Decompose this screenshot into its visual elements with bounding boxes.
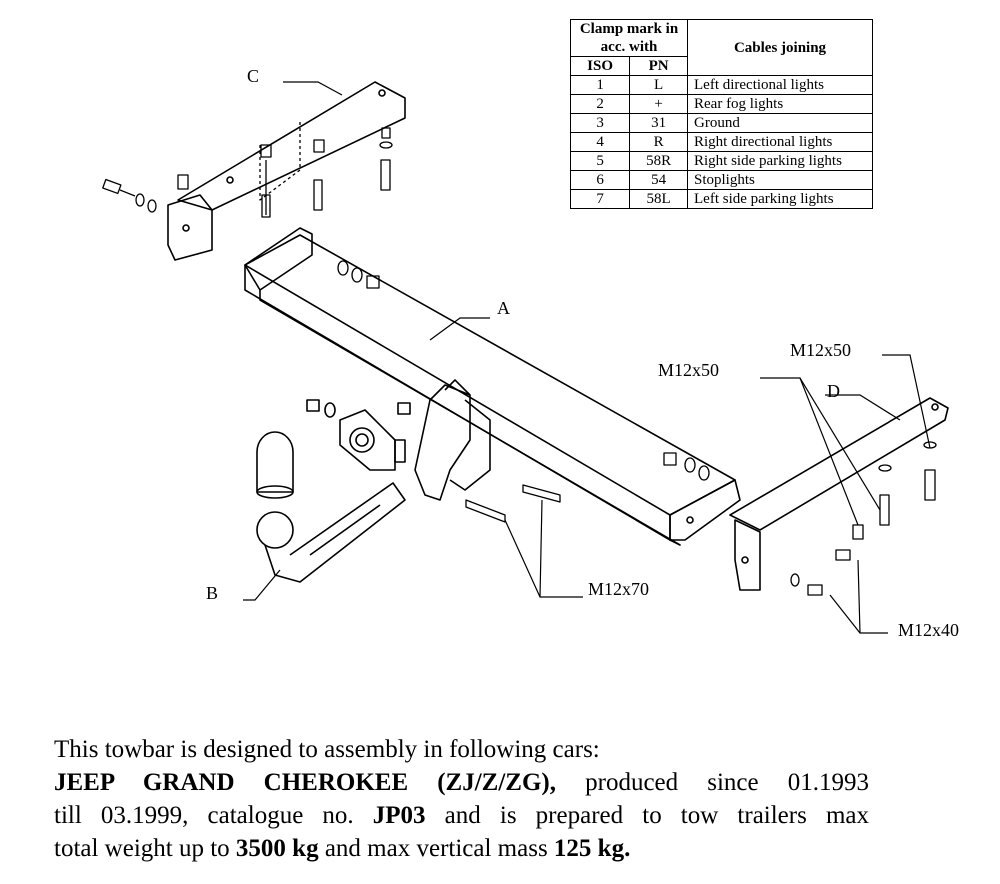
bracket-c-hardware <box>102 120 393 218</box>
description-text: This towbar is designed to assembly in f… <box>54 733 869 865</box>
max-weight: 3500 kg <box>235 835 319 862</box>
bracket-d <box>729 397 949 591</box>
description-line-4: total weight up to 3500 kg and max verti… <box>54 835 631 862</box>
label-d: D <box>827 381 840 401</box>
header-pn: PN <box>629 56 688 76</box>
label-c: C <box>247 66 259 86</box>
catalogue-number: JP03 <box>372 802 426 829</box>
crossbar-a-hardware <box>337 260 710 481</box>
label-m12x50-left: M12x50 <box>658 360 719 380</box>
table-row: 7 58L Left side parking lights <box>569 189 873 209</box>
description-line-3: till 03.1999, catalogue no. JP03 and is … <box>54 802 869 829</box>
label-b: B <box>206 583 218 603</box>
socket-plate <box>306 399 411 471</box>
ball-mount-plate <box>414 379 491 501</box>
header-iso: ISO <box>569 56 631 76</box>
vertical-mass: 125 kg. <box>553 835 631 862</box>
leader-m12x50-left-2 <box>799 377 881 511</box>
car-model: JEEP GRAND CHEROKEE (ZJ/Z/ZG), <box>54 769 556 796</box>
table-row: 4 R Right directional lights <box>569 132 873 152</box>
table-row: 1 L Left directional lights <box>569 75 873 95</box>
description-line-1: This towbar is designed to assembly in f… <box>54 736 600 763</box>
m12x70-bolts <box>465 484 561 523</box>
bracket-c <box>167 81 406 261</box>
leader-m12x70-2 <box>539 499 543 598</box>
ball-neck-b <box>256 431 406 583</box>
leader-a <box>429 317 490 341</box>
leader-c <box>283 81 343 96</box>
leader-m12x50-right <box>882 354 931 449</box>
label-a: A <box>497 298 510 318</box>
header-cables-joining: Cables joining <box>687 19 873 76</box>
label-m12x50-right: M12x50 <box>790 340 851 360</box>
leader-m12x40-2 <box>857 559 861 634</box>
bracket-d-hardware <box>790 441 937 596</box>
leader-m12x70-1 <box>504 519 583 598</box>
header-clamp-mark: Clamp mark in acc. with <box>570 19 688 57</box>
table-row: 3 31 Ground <box>569 113 873 133</box>
leader-d <box>825 394 901 421</box>
table-row: 5 58R Right side parking lights <box>569 151 873 171</box>
table-row: 2 + Rear fog lights <box>569 94 873 114</box>
table-row: 6 54 Stoplights <box>569 170 873 190</box>
label-m12x70: M12x70 <box>588 579 649 599</box>
label-m12x40: M12x40 <box>898 620 959 640</box>
description-line-2: JEEP GRAND CHEROKEE (ZJ/Z/ZG), produced … <box>54 769 869 796</box>
leader-m12x50-left-1 <box>760 377 859 526</box>
towbar-assembly-drawing: C A B D M12x50 M12x50 M12x70 M12x40 <box>102 66 959 640</box>
crossbar-a <box>244 227 741 546</box>
cables-joining-table: Clamp mark in acc. with Cables joining I… <box>569 19 873 209</box>
leader-b <box>243 569 281 601</box>
